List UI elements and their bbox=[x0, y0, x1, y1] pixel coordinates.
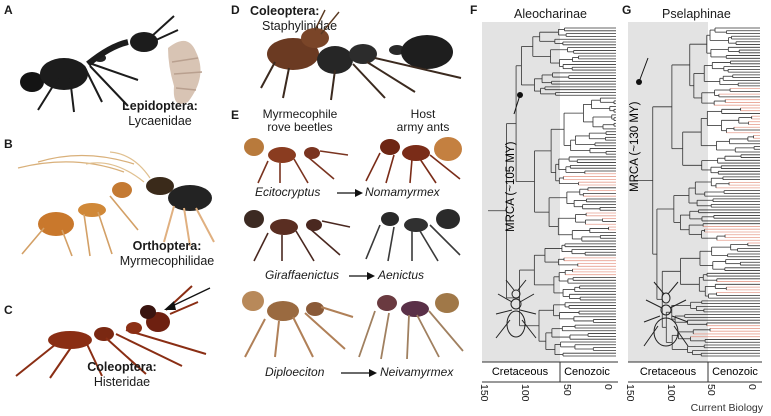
phylogeny-pselaphinae: Cretaceous Cenozoic MRCA (~130 MY) bbox=[628, 22, 762, 383]
caption-a: Lepidoptera: Lycaenidae bbox=[100, 99, 220, 129]
heading-army-ants: Host army ants bbox=[378, 108, 468, 134]
neivamyrmex-photo bbox=[358, 293, 464, 360]
caption-b: Orthoptera: Myrmecophilidae bbox=[102, 239, 232, 269]
pair-2-beetle: Giraffaenictus bbox=[265, 268, 340, 282]
pair-1-ant: Nomamyrmex bbox=[365, 185, 440, 199]
beetle-line-drawing-icon bbox=[495, 279, 537, 339]
diploeciton-photo bbox=[242, 291, 354, 358]
period-cretaceous-f: Cretaceous bbox=[492, 366, 549, 378]
caption-c: Coleoptera: Histeridae bbox=[62, 360, 182, 390]
phylogeny-aleocharinae: Cretaceous Cenozoic MRCA (~105 MY) bbox=[482, 22, 618, 383]
heading-rove-beetles-line1: Myrmecophile bbox=[262, 107, 338, 121]
axis-tick-100: 100 bbox=[664, 384, 677, 402]
period-cretaceous-g: Cretaceous bbox=[640, 366, 697, 378]
axis-tick-50: 50 bbox=[560, 384, 573, 396]
giraffaenictus-photo bbox=[244, 210, 351, 262]
caption-c-order: Coleoptera: bbox=[87, 360, 157, 374]
panel-letter-f: F bbox=[470, 3, 478, 17]
ant-cricket-photo bbox=[17, 151, 215, 257]
pselaphine-line-drawing-icon bbox=[643, 281, 689, 347]
pair-3-ant: Neivamyrmex bbox=[380, 365, 454, 379]
ant-caterpillar-photo bbox=[20, 15, 203, 113]
mrca-label-f: MRCA (~105 MY) bbox=[505, 141, 517, 232]
panel-letter-b: B bbox=[4, 137, 13, 151]
heading-army-ants-line2: army ants bbox=[396, 120, 450, 134]
aenictus-photo bbox=[365, 209, 461, 262]
heading-army-ants-line1: Host bbox=[410, 107, 436, 121]
pair-row-3: Diploeciton Neivamyrmex bbox=[265, 365, 465, 381]
axis-tick-150: 150 bbox=[624, 384, 636, 402]
period-cenozoic-g: Cenozoic bbox=[712, 366, 758, 378]
tree-f-title: Aleocharinae bbox=[514, 7, 587, 21]
caption-a-order: Lepidoptera: bbox=[122, 99, 198, 113]
panel-letter-a: A bbox=[4, 3, 13, 17]
heading-rove-beetles: Myrmecophile rove beetles bbox=[250, 108, 350, 134]
caption-c-family: Histeridae bbox=[93, 375, 151, 389]
tree-branches bbox=[488, 27, 616, 357]
arrow-head-icon bbox=[164, 301, 176, 310]
caption-b-order: Orthoptera: bbox=[132, 239, 202, 253]
pair-1-beetle: Ecitocryptus bbox=[255, 185, 321, 199]
time-axis-f: 150 100 50 0 bbox=[478, 382, 622, 412]
tree-branches bbox=[634, 27, 760, 357]
cretaceous-shade bbox=[482, 22, 560, 362]
journal-footer: Current Biology bbox=[690, 402, 763, 414]
rove-beetle-ant-photo bbox=[260, 9, 462, 101]
axis-tick-100: 100 bbox=[519, 384, 532, 402]
nomamyrmex-photo bbox=[365, 137, 462, 184]
mrca-label-g: MRCA (~130 MY) bbox=[629, 101, 641, 192]
period-cenozoic-f: Cenozoic bbox=[564, 366, 610, 378]
panel-letter-g: G bbox=[622, 3, 632, 17]
arrow-line bbox=[167, 287, 211, 309]
tree-g-title: Pselaphinae bbox=[662, 7, 731, 21]
caption-b-family: Myrmecophilidae bbox=[119, 254, 215, 268]
pair-2-ant: Aenictus bbox=[378, 268, 425, 282]
ecitocryptus-photo bbox=[244, 138, 349, 184]
heading-rove-beetles-line2: rove beetles bbox=[267, 120, 333, 134]
pair-row-1: Ecitocryptus Nomamyrmex bbox=[255, 185, 465, 201]
army-ant-histerid-photo bbox=[15, 285, 211, 379]
axis-tick-0: 0 bbox=[746, 384, 758, 390]
pair-3-beetle: Diploeciton bbox=[265, 365, 325, 379]
pair-row-2: Giraffaenictus Aenictus bbox=[265, 268, 465, 284]
caption-d-order: Coleoptera: bbox=[250, 4, 320, 18]
pair-3-arrow-icon bbox=[341, 369, 377, 377]
panel-letter-c: C bbox=[4, 303, 13, 317]
axis-tick-0: 0 bbox=[602, 384, 614, 390]
panel-letter-d: D bbox=[231, 3, 240, 17]
pair-1-arrow-icon bbox=[337, 189, 363, 197]
caption-a-family: Lycaenidae bbox=[128, 114, 192, 128]
pair-2-arrow-icon bbox=[349, 272, 375, 280]
panel-letter-e: E bbox=[231, 108, 240, 122]
axis-tick-150: 150 bbox=[478, 384, 490, 402]
axis-tick-50: 50 bbox=[705, 384, 718, 396]
